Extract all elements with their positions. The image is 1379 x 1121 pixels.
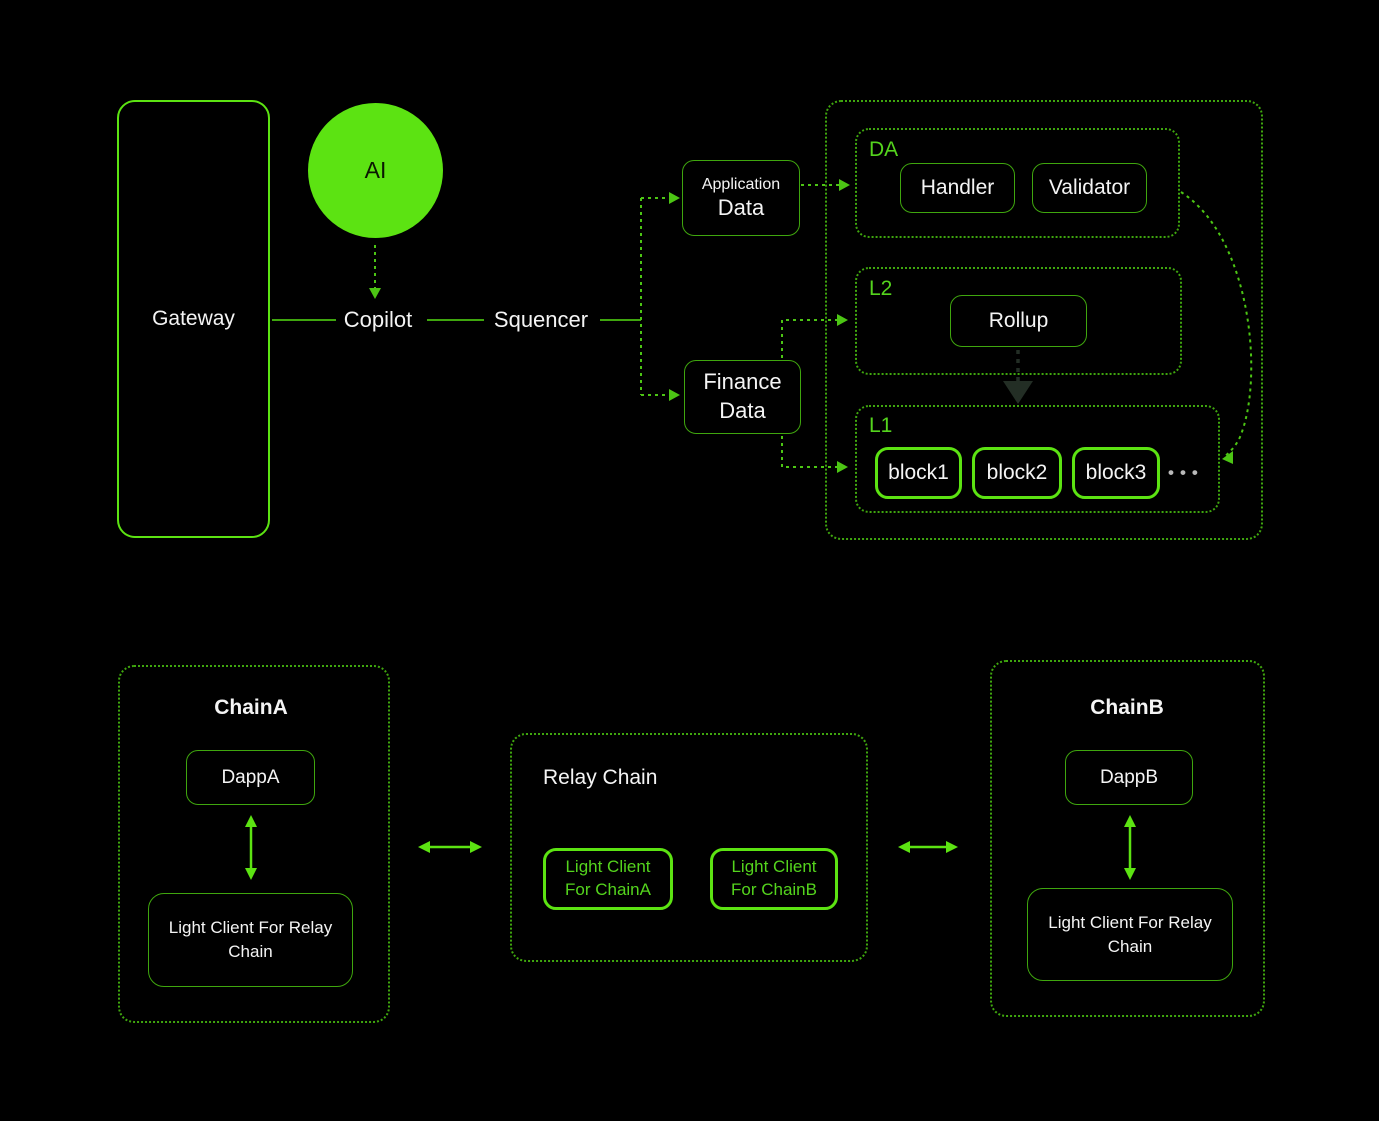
chaina-light-client-label: Light Client For Relay Chain (168, 918, 333, 961)
dappb-node: DappB (1065, 750, 1193, 805)
da-container (855, 128, 1180, 238)
gateway-label: Gateway (152, 307, 235, 330)
finance-data-line2: Data (719, 398, 766, 423)
chainb-light-client-node: Light Client For Relay Chain (1027, 888, 1233, 981)
finance-data-line1: Finance (703, 369, 782, 395)
rollup-node: Rollup (950, 295, 1087, 347)
l1-label: L1 (869, 414, 893, 437)
dappb-label: DappB (1099, 766, 1159, 788)
block2-node: block2 (972, 447, 1062, 499)
arrowhead-dappa-down (245, 868, 257, 880)
relay-chain-title: Relay Chain (543, 766, 658, 789)
chainb-title: ChainB (1090, 696, 1164, 719)
handler-label: Handler (920, 176, 995, 199)
finance-data-node: Finance Data (684, 360, 801, 434)
arrowhead-chainb (946, 841, 958, 853)
da-label: DA (869, 138, 899, 161)
arrowhead-relay-left (470, 841, 482, 853)
dappa-label: DappA (221, 766, 280, 788)
light-client-chaina-node: Light Client For ChainA (543, 848, 673, 910)
light-client-chaina-line1: Light Client (565, 857, 651, 877)
arrow-finance-l2 (781, 319, 837, 358)
block3-label: block3 (1085, 461, 1147, 484)
light-client-chainb-node: Light Client For ChainB (710, 848, 838, 910)
block1-node: block1 (875, 447, 962, 499)
handler-node: Handler (900, 163, 1015, 213)
arrowhead-finance-l1 (837, 461, 848, 473)
curve-da-l1 (1180, 191, 1253, 458)
application-data-node: Application Data (682, 160, 800, 236)
arrowhead-rollup-l1 (1003, 381, 1033, 404)
ai-node: AI (308, 103, 443, 238)
block2-label: block2 (986, 461, 1048, 484)
arrowhead-chaina (418, 841, 430, 853)
chaina-container (118, 665, 390, 1023)
arrow-finance-l1 (781, 436, 837, 468)
arrowhead-finance-l2 (837, 314, 848, 326)
chainb-container (990, 660, 1265, 1017)
light-client-chainb-line1: Light Client (731, 857, 817, 877)
relay-chain-container (510, 733, 868, 962)
arrowhead-dappb-down (1124, 868, 1136, 880)
light-client-chaina-line2: For ChainA (565, 880, 651, 899)
arrowhead-dappa-up (245, 815, 257, 827)
more-blocks-icon: ••• (1168, 463, 1204, 482)
copilot-label: Copilot (343, 307, 413, 332)
chainb-light-client-label: Light Client For Relay Chain (1048, 912, 1212, 956)
arrowhead-relay-right (898, 841, 910, 853)
arrowhead-finance-data (669, 389, 680, 401)
arrowhead-ai-copilot (369, 288, 381, 299)
chaina-title: ChainA (214, 696, 288, 719)
application-data-line2: Data (717, 194, 765, 220)
validator-label: Validator (1048, 176, 1131, 199)
chaina-light-client-node: Light Client For Relay Chain (148, 893, 353, 987)
ai-label: AI (364, 157, 387, 183)
block3-node: block3 (1072, 447, 1160, 499)
gateway-node: Gateway (117, 100, 270, 538)
arrowhead-da-l1 (1222, 451, 1233, 464)
arrowhead-application-data (669, 192, 680, 204)
application-data-line1: Application (701, 175, 781, 193)
rollup-stack-container (825, 100, 1263, 540)
light-client-chainb-line2: For ChainB (731, 880, 817, 899)
l2-container (855, 267, 1182, 375)
sequencer-label: Squencer (493, 307, 589, 332)
l1-container (855, 405, 1220, 513)
l2-label: L2 (869, 277, 893, 300)
arrowhead-appdata-da (839, 179, 850, 191)
block1-label: block1 (888, 461, 949, 484)
dappa-node: DappA (186, 750, 315, 805)
rollup-label: Rollup (988, 309, 1049, 332)
arrowhead-dappb-up (1124, 815, 1136, 827)
validator-node: Validator (1032, 163, 1147, 213)
